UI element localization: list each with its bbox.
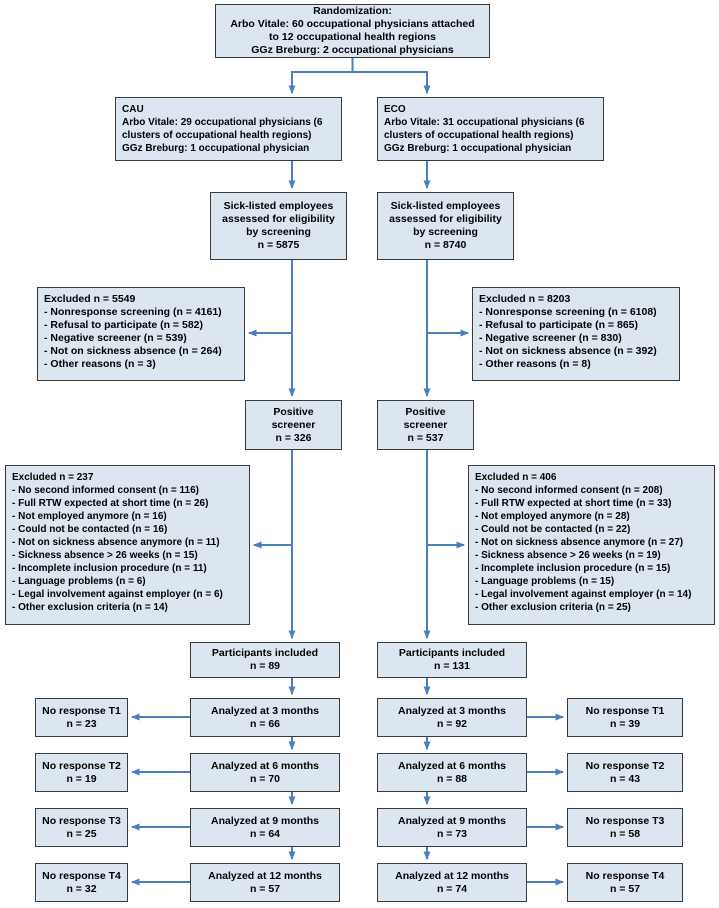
positive-screener-box-cau: Positive screener n = 326 (245, 400, 342, 450)
no-response-box-eco-t1: No response T1 n = 39 (567, 698, 683, 737)
no-response-box-cau-t4: No response T4 n = 32 (35, 863, 128, 902)
connector-randomization-split (291, 58, 428, 73)
screening-box-eco: Sick-listed employees assessed for eligi… (377, 192, 514, 260)
no-response-box-eco-t3: No response T3 n = 58 (567, 808, 683, 847)
excluded-inclusion-box-eco: Excluded n = 406 - No second informed co… (468, 465, 715, 625)
excluded-screening-box-eco: Excluded n = 8203 - Nonresponse screenin… (472, 287, 680, 381)
no-response-box-cau-t3: No response T3 n = 25 (35, 808, 128, 847)
analyzed-box-cau-t2: Analyzed at 6 months n = 70 (190, 753, 340, 792)
analyzed-box-eco-t1: Analyzed at 3 months n = 92 (377, 698, 527, 737)
screening-box-cau: Sick-listed employees assessed for eligi… (210, 192, 347, 260)
analyzed-box-cau-t4: Analyzed at 12 months n = 57 (190, 863, 340, 902)
allocation-box-eco: ECO Arbo Vitale: 31 occupational physici… (377, 97, 604, 161)
analyzed-box-cau-t1: Analyzed at 3 months n = 66 (190, 698, 340, 737)
randomization-box: Randomization: Arbo Vitale: 60 occupatio… (215, 4, 490, 58)
no-response-box-eco-t2: No response T2 n = 43 (567, 753, 683, 792)
allocation-box-cau: CAU Arbo Vitale: 29 occupational physici… (115, 97, 342, 161)
included-box-eco: Participants included n = 131 (377, 642, 527, 678)
analyzed-box-eco-t3: Analyzed at 9 months n = 73 (377, 808, 527, 847)
no-response-box-cau-t1: No response T1 n = 23 (35, 698, 128, 737)
excluded-screening-box-cau: Excluded n = 5549 - Nonresponse screenin… (37, 287, 245, 381)
analyzed-box-cau-t3: Analyzed at 9 months n = 64 (190, 808, 340, 847)
positive-screener-box-eco: Positive screener n = 537 (377, 400, 474, 450)
analyzed-box-eco-t4: Analyzed at 12 months n = 74 (377, 863, 527, 902)
no-response-box-cau-t2: No response T2 n = 19 (35, 753, 128, 792)
analyzed-box-eco-t2: Analyzed at 6 months n = 88 (377, 753, 527, 792)
no-response-box-eco-t4: No response T4 n = 57 (567, 863, 683, 902)
included-box-cau: Participants included n = 89 (190, 642, 340, 678)
excluded-inclusion-box-cau: Excluded n = 237 - No second informed co… (5, 465, 250, 625)
